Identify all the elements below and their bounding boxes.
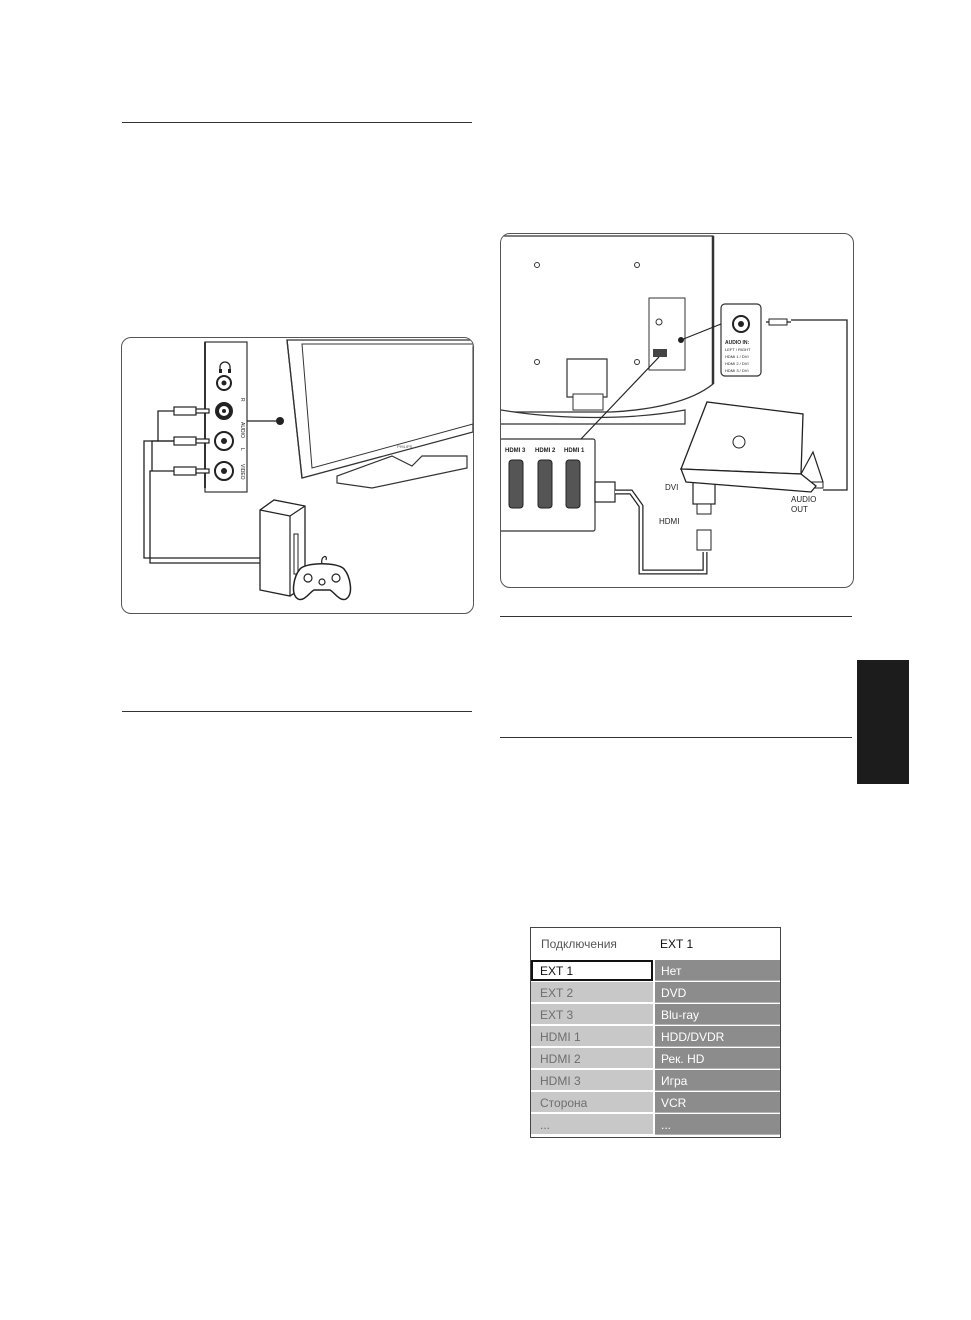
menu-row-value: HDD/DVDR (655, 1026, 780, 1047)
audio-in-line-4: HDMI 3 / DVI (725, 368, 749, 373)
pc-connection-diagram: AUDIO IN: LEFT / RIGHT HDMI 1 / DVI HDMI… (501, 235, 848, 575)
menu-row-label: HDMI 1 (531, 1026, 653, 1047)
audio-out-label-2: OUT (791, 505, 808, 514)
menu-title: Подключения (541, 937, 617, 951)
hdmi-port-label-1: HDMI 1 (564, 448, 585, 454)
section-rule-middle-left (122, 711, 472, 712)
game-console-connection-figure: R AUDIO L VIDEO PHILIPS (121, 337, 474, 614)
section-rule-lower-right (500, 737, 852, 738)
headphone-icon (219, 361, 231, 373)
menu-current-value: EXT 1 (660, 937, 694, 951)
hdmi-port-2 (537, 459, 553, 509)
menu-row-value: Нет (655, 960, 780, 981)
hdmi-port-label-3: HDMI 3 (505, 448, 526, 454)
menu-row-side[interactable]: Сторона VCR (531, 1092, 780, 1113)
connections-menu: Подключения EXT 1 EXT 1 Нет EXT 2 DVD EX… (530, 927, 781, 1138)
menu-row-label: EXT 2 (531, 982, 653, 1003)
audio-in-line-1: LEFT / RIGHT (725, 347, 751, 352)
tv-stand-mount (566, 358, 608, 398)
audio-in-title: AUDIO IN: (725, 340, 750, 346)
audio-in-callout (720, 303, 762, 377)
laptop-icon (680, 401, 824, 493)
menu-row-more[interactable]: ... ... (531, 1114, 780, 1135)
label-video: VIDEO (239, 464, 245, 480)
menu-row-label: HDMI 2 (531, 1048, 653, 1069)
hdmi-plug (594, 481, 616, 503)
menu-row-ext2[interactable]: EXT 2 DVD (531, 982, 780, 1003)
pc-connection-figure: AUDIO IN: LEFT / RIGHT HDMI 1 / DVI HDMI… (500, 233, 854, 588)
menu-row-label: ... (531, 1114, 653, 1135)
label-audio: AUDIO (239, 422, 245, 438)
game-console-diagram: R AUDIO L VIDEO PHILIPS (143, 339, 473, 601)
menu-row-hdmi1[interactable]: HDMI 1 HDD/DVDR (531, 1026, 780, 1047)
section-rule-upper-right (500, 616, 852, 617)
menu-row-ext1[interactable]: EXT 1 Нет (531, 960, 780, 981)
menu-row-label: Сторона (531, 1092, 653, 1113)
audio-in-line-3: HDMI 2 / DVI (725, 361, 749, 366)
rca-plugs (173, 406, 210, 476)
gamepad-icon (292, 555, 352, 601)
menu-row-hdmi2[interactable]: HDMI 2 Рек. HD (531, 1048, 780, 1069)
tv-brand: PHILIPS (397, 444, 413, 449)
menu-row-label: HDMI 3 (531, 1070, 653, 1091)
menu-row-label: EXT 1 (531, 960, 653, 981)
hdmi-port-1 (565, 459, 581, 509)
section-rule-top-left (122, 122, 472, 123)
menu-row-value: Рек. HD (655, 1048, 780, 1069)
menu-row-hdmi3[interactable]: HDMI 3 Игра (531, 1070, 780, 1091)
menu-row-value: Blu-ray (655, 1004, 780, 1025)
menu-row-value: ... (655, 1114, 780, 1135)
label-r: R (239, 398, 245, 402)
hdmi-port-3 (508, 459, 524, 509)
connection-dot (276, 417, 284, 425)
label-l: L (239, 448, 245, 451)
audio-in-line-2: HDMI 1 / DVI (725, 354, 749, 359)
menu-row-value: Игра (655, 1070, 780, 1091)
menu-row-label: EXT 3 (531, 1004, 653, 1025)
tv-connector-panel (648, 297, 686, 371)
menu-row-value: DVD (655, 982, 780, 1003)
dvi-label: DVI (665, 483, 678, 492)
menu-header: Подключения EXT 1 (531, 928, 780, 958)
rca-cables (143, 410, 260, 564)
menu-row-ext3[interactable]: EXT 3 Blu-ray (531, 1004, 780, 1025)
side-tab-marker (857, 660, 909, 784)
hdmi-port-label-2: HDMI 2 (535, 448, 556, 454)
hdmi-label: HDMI (659, 517, 679, 526)
menu-row-value: VCR (655, 1092, 780, 1113)
audio-out-label-1: AUDIO (791, 495, 816, 504)
tv-stand (336, 455, 468, 489)
